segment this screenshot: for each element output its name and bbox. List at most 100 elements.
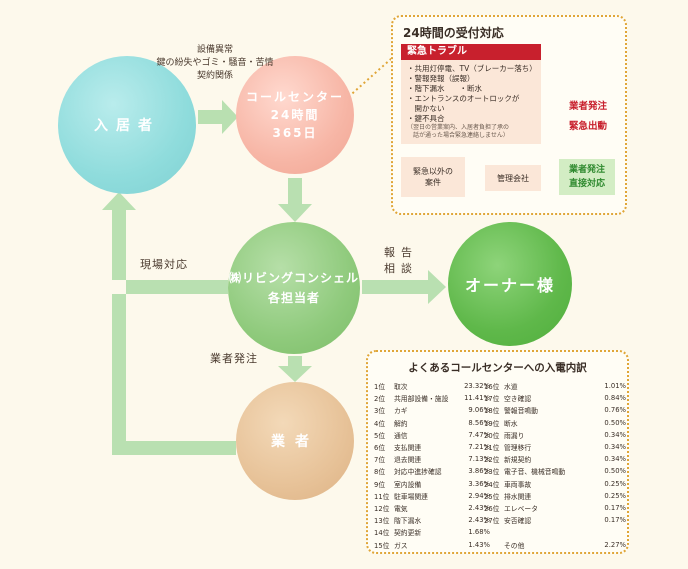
emergency-item: ・階下漏水 ・断水 [407, 84, 482, 93]
ranking-category: 電気 [394, 504, 408, 513]
ranking-category: 共用部設備・施設 [394, 395, 449, 404]
consult-label: 相談 [384, 262, 418, 275]
arrow-site-response [102, 192, 228, 294]
ranking-percent: 0.17% [604, 516, 626, 525]
ranking-percent: 23.32% [464, 382, 490, 391]
ranking-category: 対応中進捗確認 [394, 468, 442, 477]
ranking-rank: 4位 [374, 419, 386, 428]
non-emergency-box: 緊急以外の 案件 [401, 157, 465, 197]
ranking-rank: 17位 [484, 395, 500, 404]
arrow-vendor-feedback [112, 294, 236, 455]
ranking-category: 駐車場関連 [394, 492, 428, 501]
ranking-percent: 0.50% [604, 467, 626, 476]
inquiry-type-1: 設備異常 [196, 45, 233, 55]
ranking-category: 支払関連 [394, 444, 422, 453]
reception-panel: 24時間の受付対応 緊急トラブル ・共用灯停電、TV（ブレーカー落ち） ・警報発… [391, 15, 627, 215]
ranking-percent: 8.56% [468, 418, 490, 427]
ranking-category: 管理移行 [504, 444, 532, 453]
emergency-list: ・共用灯停電、TV（ブレーカー落ち） ・警報発報（誤報） ・階下漏水 ・断水 ・… [401, 60, 541, 144]
emergency-action-order: 業者発注 [568, 101, 607, 112]
inquiry-types: 設備異常 鍵の紛失やゴミ・騒音・苦情 契約関係 [140, 44, 290, 83]
ranking-rank: 24位 [484, 480, 500, 489]
ranking-percent [574, 526, 626, 538]
ranking-rank: 5位 [374, 431, 386, 440]
ranking-rank: 13位 [374, 517, 390, 526]
ranking-category: 電子音、機械音鳴動 [504, 468, 566, 477]
ranking-rank: 3位 [374, 407, 386, 416]
callcenter-node: コールセンター 24時間 365日 [236, 56, 354, 174]
ranking-percent: 0.34% [604, 443, 626, 452]
owner-label: オーナー様 [464, 276, 555, 295]
ranking-category: 車両事故 [504, 480, 532, 489]
arrow-living-to-vendor [278, 356, 312, 382]
ranking-rank: 15位 [374, 541, 390, 550]
callcenter-days: 365日 [272, 126, 318, 140]
ranking-rank: 19位 [484, 419, 500, 428]
ranking-rank: 2位 [374, 395, 386, 404]
ranking-rank: 9位 [374, 480, 386, 489]
ranking-category: 退去関連 [394, 456, 422, 465]
ranking-category: 空き確認 [504, 395, 532, 404]
ranking-category: 取次 [394, 383, 408, 392]
ranking-category: 契約更新 [394, 529, 422, 538]
ranking-category: 安否確認 [504, 517, 532, 526]
call-breakdown-title: よくあるコールセンターへの入電内訳 [408, 362, 587, 374]
ranking-category: 通信 [394, 431, 408, 440]
ranking-category: 新規契約 [504, 456, 532, 465]
management-company-box: 管理会社 [485, 165, 541, 191]
ranking-percent: 7.47% [468, 430, 490, 439]
ranking-rank: 21位 [484, 444, 500, 453]
ranking-percent: 2.43% [468, 503, 490, 512]
ranking-row: 4位解約 8.56% [374, 417, 490, 429]
ranking-rank: 22位 [484, 456, 500, 465]
ranking-category: 水道 [504, 383, 518, 392]
emergency-action-dispatch: 緊急出動 [568, 121, 607, 132]
direct-response-box: 業者発注 直接対応 [559, 159, 615, 195]
ranking-percent: 0.17% [604, 503, 626, 512]
ranking-percent: 0.76% [604, 406, 626, 415]
ranking-rank: 11位 [374, 492, 390, 501]
ranking-rank: 26位 [484, 504, 500, 513]
ranking-row: 17位空き確認 0.84% [484, 392, 626, 404]
ranking-percent: 2.27% [604, 540, 626, 549]
ranking-row: 11位駐車場関連 2.94% [374, 490, 490, 502]
ranking-row: 16位水道 1.01% [484, 380, 626, 392]
emergency-note: （翌日の営業案内、入居者負担了承の 話が通った場合緊急連絡しません） [407, 124, 510, 139]
ranking-rank: 16位 [484, 383, 500, 392]
vendor-node: 業者 [236, 382, 354, 500]
ranking-category: その他 [504, 541, 525, 550]
ranking-percent: 0.84% [604, 394, 626, 403]
living-staff-label: 各担当者 [267, 291, 320, 305]
vendor-order-label: 業者発注 [210, 352, 258, 365]
arrow-living-to-owner [362, 270, 446, 304]
ranking-percent: 1.01% [604, 382, 626, 391]
ranking-percent: 2.94% [468, 491, 490, 500]
callout-dotted-line [344, 57, 393, 101]
ranking-rank: 6位 [374, 444, 386, 453]
ranking-category: ガス [394, 541, 408, 550]
owner-node: オーナー様 [448, 222, 572, 346]
ranking-rank: 20位 [484, 431, 500, 440]
ranking-percent: 9.06% [468, 406, 490, 415]
ranking-rank: 12位 [374, 504, 390, 513]
resident-node: 入居者 [58, 56, 196, 194]
ranking-percent: 11.41% [464, 394, 490, 403]
ranking-category: 警報音鳴動 [504, 407, 538, 416]
ranking-category: 解約 [394, 419, 408, 428]
